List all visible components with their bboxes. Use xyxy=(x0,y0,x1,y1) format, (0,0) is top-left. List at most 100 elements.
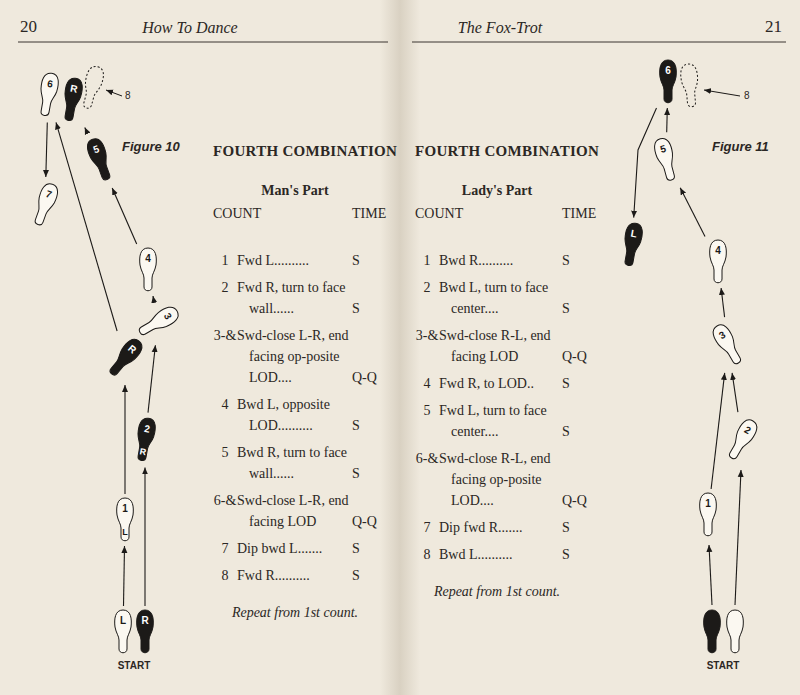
step-arrow xyxy=(732,373,738,412)
footprint: L xyxy=(113,609,133,655)
footprint-outline xyxy=(103,334,148,382)
gutter-shadow xyxy=(380,0,420,695)
step-description: Bwd L.......... xyxy=(439,544,559,565)
step-description: Fwd R.......... xyxy=(237,565,351,586)
step-time: S xyxy=(562,421,570,442)
footprint-outline xyxy=(722,415,762,465)
step-count: 2 xyxy=(415,277,439,298)
step-number: 6 xyxy=(658,65,678,77)
step-arrow xyxy=(735,470,741,605)
footprint: 5 xyxy=(650,135,681,185)
section-heading: FOURTH COMBINATION xyxy=(415,141,599,162)
step-number: 1 xyxy=(115,503,135,515)
part-heading: Man's Part xyxy=(261,180,328,201)
footprint: R xyxy=(135,609,155,655)
step-time: S xyxy=(562,298,570,319)
step-description: Bwd L, opposite LOD.......... xyxy=(237,394,351,436)
start-footprint xyxy=(727,610,744,653)
step-description: Fwd L.......... xyxy=(237,250,351,271)
step-time: Q-Q xyxy=(562,490,587,511)
step-count: 1 xyxy=(213,250,237,271)
step-arrow xyxy=(666,108,668,132)
step-count: 7 xyxy=(213,538,237,559)
step-arrow xyxy=(709,545,712,605)
step-time: Q-Q xyxy=(352,511,377,532)
start-label: START xyxy=(707,660,740,672)
step-time: S xyxy=(562,250,570,271)
figure-label: Figure 11 xyxy=(712,139,769,155)
section-heading: FOURTH COMBINATION xyxy=(213,141,397,162)
step-description: Dip bwd L....... xyxy=(237,538,351,559)
step-time: S xyxy=(352,463,360,484)
step-description: Swd-close R-L, end facing LOD xyxy=(439,325,559,367)
step-description: Fwd R, to LOD.. xyxy=(439,373,559,394)
step-time: Q-Q xyxy=(562,346,587,367)
step-description: Swd-close L-R, end facing op-posite LOD.… xyxy=(237,325,351,388)
dotted-footprint xyxy=(680,63,700,107)
step-arrow xyxy=(124,385,125,494)
step-arrow xyxy=(56,122,117,331)
step-number: R xyxy=(135,615,155,627)
step-time: S xyxy=(352,298,360,319)
step-count: 1 xyxy=(415,250,439,271)
page-number: 20 xyxy=(20,16,37,38)
step-time: S xyxy=(562,373,570,394)
footprint-outline xyxy=(708,320,748,370)
footprint-outline xyxy=(83,135,118,185)
column-heading: TIME xyxy=(562,203,596,224)
step-arrow xyxy=(144,467,145,606)
step-description: Fwd R, turn to face wall...... xyxy=(237,277,351,319)
step-count: 5 xyxy=(213,442,237,463)
step-time: Q-Q xyxy=(352,367,377,388)
step-number: 4 xyxy=(138,253,158,265)
step-time: S xyxy=(352,538,360,559)
header-rule xyxy=(412,42,786,43)
step-description: Swd-close L-R, end facing LOD xyxy=(237,490,351,532)
footprint: 4 xyxy=(138,247,158,293)
step-count: 3-& xyxy=(415,325,439,346)
column-heading: COUNT xyxy=(213,203,261,224)
footprint-outline xyxy=(650,135,681,185)
step-arrow xyxy=(680,188,705,237)
column-heading: COUNT xyxy=(415,203,463,224)
callout-arrow xyxy=(704,90,740,96)
step-arrow xyxy=(152,296,154,299)
step-count: 8 xyxy=(415,544,439,565)
callout-arrow xyxy=(106,90,122,96)
step-number: 4 xyxy=(708,245,728,257)
start-footprint xyxy=(704,610,721,653)
step-time: S xyxy=(562,517,570,538)
footprint-outline xyxy=(133,302,183,342)
step-number: R xyxy=(132,445,154,459)
footprint: 2 xyxy=(722,415,762,465)
footprint: L xyxy=(618,221,646,270)
step-count: 5 xyxy=(415,400,439,421)
step-description: Fwd L, turn to face center.... xyxy=(439,400,559,442)
step-count: 3-& xyxy=(213,325,237,346)
repeat-note: Repeat from 1st count. xyxy=(232,602,358,623)
step-description: Bwd R.......... xyxy=(439,250,559,271)
step-time: S xyxy=(352,565,360,586)
footprint: 5 xyxy=(83,135,118,185)
footprint: 4 xyxy=(708,239,728,285)
figure-label: Figure 10 xyxy=(122,139,180,155)
footprint: 3 xyxy=(708,320,748,370)
part-heading: Lady's Part xyxy=(462,180,532,201)
page-number: 21 xyxy=(765,16,782,38)
footprint: 7 xyxy=(28,180,63,230)
callout-number: 8 xyxy=(744,90,750,102)
step-description: Dip fwd R....... xyxy=(439,517,559,538)
step-count: 8 xyxy=(213,565,237,586)
running-head: The Fox-Trot xyxy=(458,17,542,39)
step-count: 6-& xyxy=(415,448,439,469)
step-time: S xyxy=(352,415,360,436)
footprint-outline xyxy=(28,180,63,230)
step-number: L xyxy=(113,615,133,627)
step-description: Bwd R, turn to face wall...... xyxy=(237,442,351,484)
step-description: Bwd L, turn to face center.... xyxy=(439,277,559,319)
step-count: 4 xyxy=(415,373,439,394)
footprint: 1 xyxy=(698,492,718,538)
